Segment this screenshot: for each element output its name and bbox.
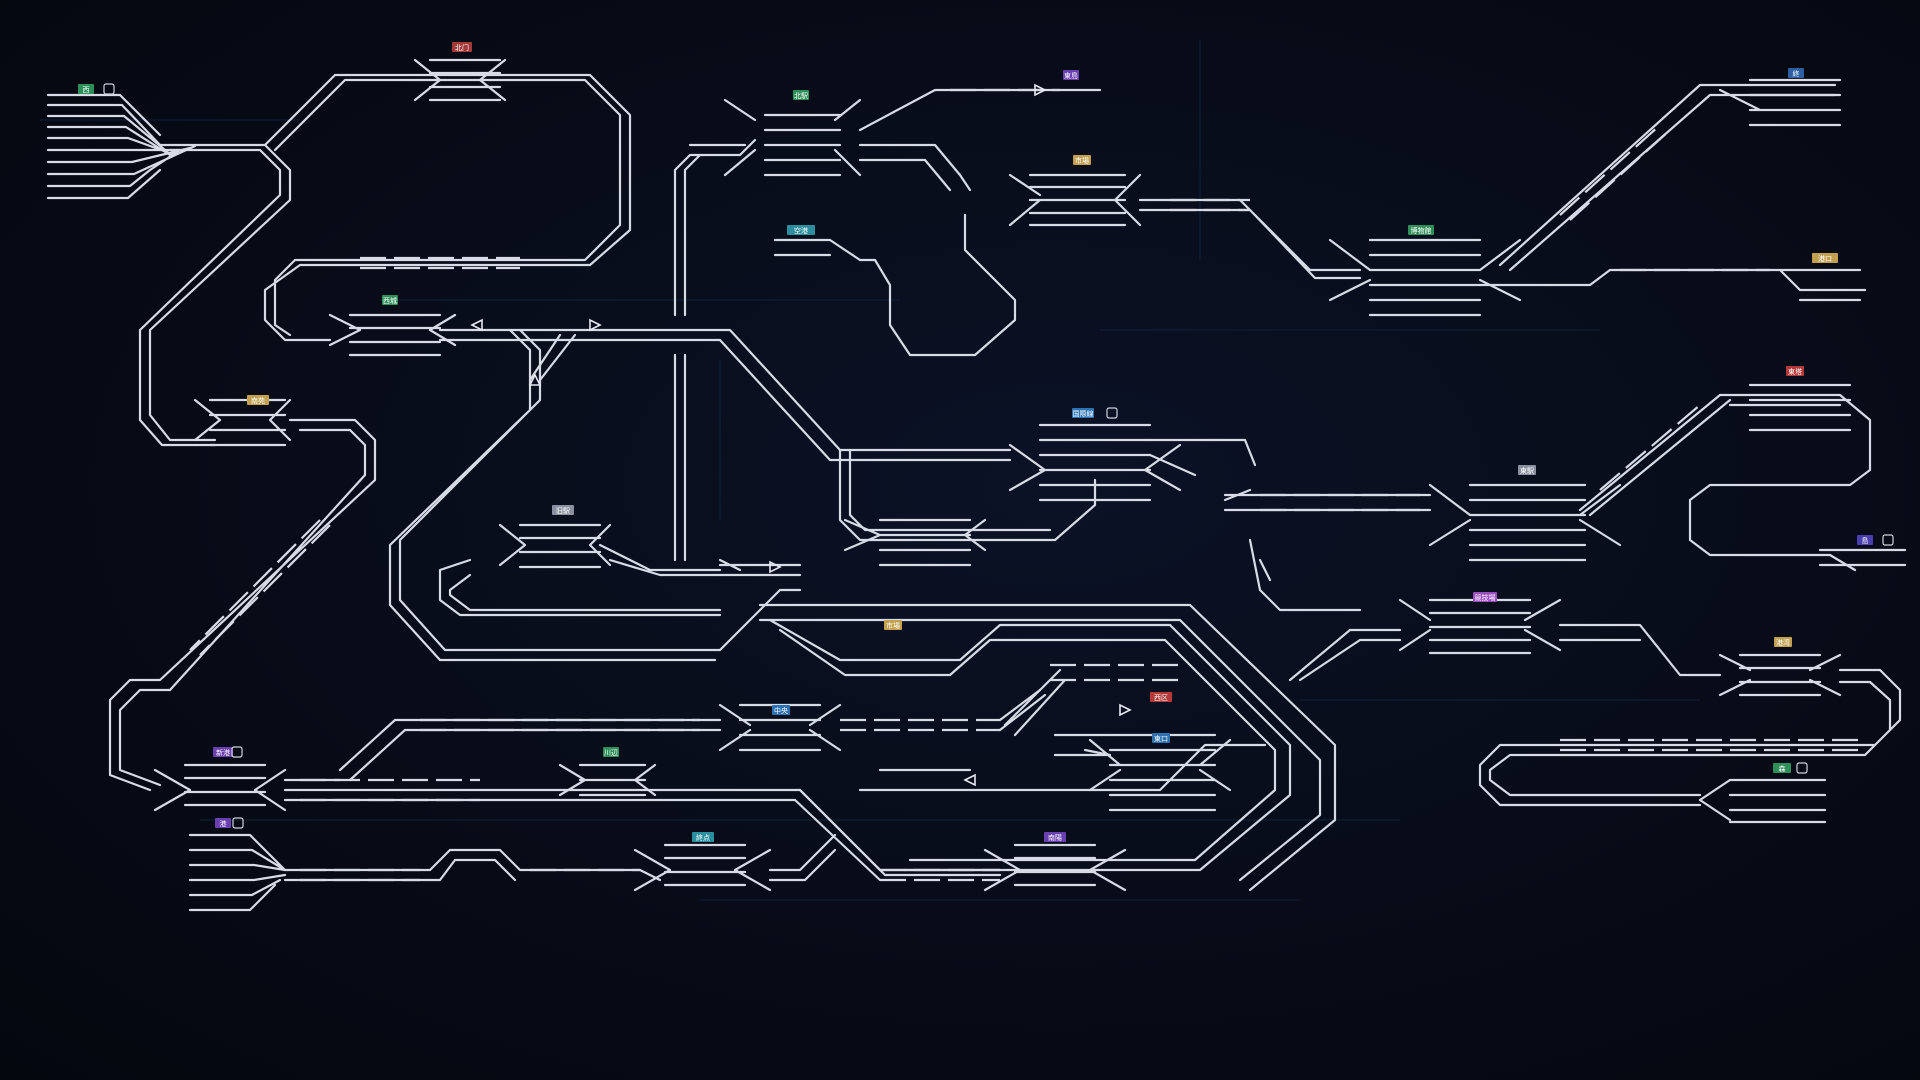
depot-icon[interactable] <box>232 817 244 829</box>
depots[interactable] <box>103 83 1894 829</box>
signal-arrow-icon[interactable] <box>1119 703 1132 717</box>
station-center[interactable]: 国際線 <box>1072 408 1094 418</box>
signal-arrow-icon[interactable] <box>528 373 542 386</box>
station-right-purple[interactable]: 島 <box>1857 535 1873 545</box>
svg-text:新港: 新港 <box>216 748 230 757</box>
station-far-right-top[interactable]: 港口 <box>1812 253 1838 263</box>
svg-text:東島: 東島 <box>1064 71 1078 80</box>
track-network[interactable] <box>46 58 1907 912</box>
signal-arrow-icon[interactable] <box>470 318 483 332</box>
svg-text:島: 島 <box>1862 536 1869 545</box>
station-mid-cyan[interactable]: 空港 <box>787 225 815 235</box>
station-west[interactable]: 西城 <box>382 295 398 305</box>
station-right-grey[interactable]: 東駅 <box>1518 465 1536 475</box>
station-far-right-blue[interactable]: 終 <box>1788 68 1804 78</box>
svg-text:西城: 西城 <box>383 297 397 305</box>
signal-arrow-icon[interactable] <box>963 773 976 787</box>
svg-text:北门: 北门 <box>455 43 469 52</box>
station-gold-center[interactable]: 市場 <box>1073 155 1091 165</box>
station-far-left-green[interactable]: 西 <box>78 84 94 94</box>
station-bottom-center[interactable]: 南陽 <box>1044 832 1066 842</box>
depot-icon[interactable] <box>231 746 243 758</box>
signals[interactable] <box>470 83 1132 787</box>
svg-text:博物館: 博物館 <box>1411 226 1432 235</box>
svg-text:市場: 市場 <box>886 621 900 630</box>
signal-arrow-icon[interactable] <box>769 560 782 574</box>
station-right-green-low[interactable]: 森 <box>1773 763 1791 773</box>
depot-icon[interactable] <box>103 83 115 95</box>
station-far-right-mid[interactable]: 東塔 <box>1786 366 1804 376</box>
svg-text:西: 西 <box>83 86 90 94</box>
station-bottom-right[interactable]: 西区 <box>1150 692 1172 702</box>
svg-text:市場: 市場 <box>1075 156 1089 165</box>
svg-text:森: 森 <box>1779 764 1786 773</box>
station-bottom-mid[interactable]: 中央 <box>772 705 790 715</box>
station-top-right[interactable]: 東島 <box>1063 70 1079 80</box>
station-lower-left-green[interactable]: 川辺 <box>603 747 619 757</box>
svg-text:港湾: 港湾 <box>1776 638 1790 647</box>
svg-text:終点: 終点 <box>696 833 710 842</box>
svg-text:東口: 東口 <box>1154 734 1168 743</box>
svg-text:旧駅: 旧駅 <box>556 507 570 515</box>
svg-text:港: 港 <box>220 819 227 828</box>
station-bottom-purple2[interactable]: 港 <box>215 818 231 828</box>
svg-text:東駅: 東駅 <box>1520 466 1534 475</box>
svg-text:南苑: 南苑 <box>251 396 265 405</box>
station-right-gold[interactable]: 港湾 <box>1774 637 1792 647</box>
svg-text:空港: 空港 <box>794 226 808 235</box>
svg-text:西区: 西区 <box>1154 694 1168 702</box>
svg-text:東塔: 東塔 <box>1788 367 1802 376</box>
svg-text:北駅: 北駅 <box>794 92 808 100</box>
station-right-lower[interactable]: 競技場 <box>1473 592 1497 602</box>
depot-icon[interactable] <box>1882 534 1894 546</box>
svg-text:南陽: 南陽 <box>1048 833 1062 842</box>
signal-arrow-icon[interactable] <box>1034 83 1047 97</box>
station-bottom-left[interactable]: 新港 <box>213 747 233 757</box>
svg-text:競技場: 競技場 <box>1475 593 1496 602</box>
station-top-green[interactable]: 北駅 <box>793 90 809 100</box>
svg-text:川辺: 川辺 <box>604 749 618 757</box>
svg-text:中央: 中央 <box>774 706 788 715</box>
station-gold-small[interactable]: 市場 <box>884 620 902 630</box>
background-grid <box>40 40 1700 901</box>
station-north[interactable]: 北门 <box>452 42 472 52</box>
depot-icon[interactable] <box>1106 407 1118 419</box>
svg-text:終: 終 <box>1793 69 1800 78</box>
depot-icon[interactable] <box>1796 762 1808 774</box>
svg-text:港口: 港口 <box>1818 254 1832 263</box>
station-mid-left[interactable]: 南苑 <box>247 395 269 405</box>
station-bottom-cyan[interactable]: 終点 <box>692 832 714 842</box>
svg-text:国際線: 国際線 <box>1073 409 1094 418</box>
station-labels[interactable]: 北门 北駅 東島 西 西城 南苑 市場 空港 <box>78 42 1873 842</box>
station-blue-small[interactable]: 東口 <box>1152 733 1170 743</box>
station-right[interactable]: 博物館 <box>1408 225 1434 235</box>
signal-arrow-icon[interactable] <box>589 318 602 332</box>
station-left-grey[interactable]: 旧駅 <box>552 505 574 515</box>
